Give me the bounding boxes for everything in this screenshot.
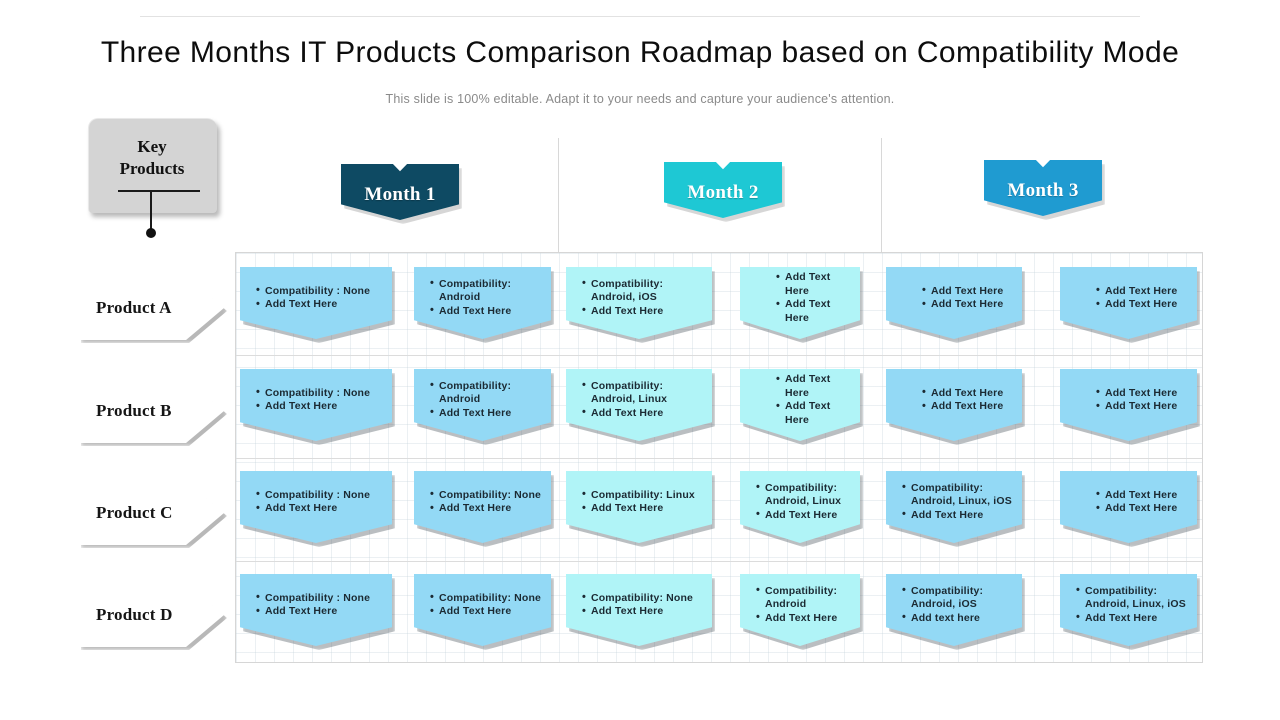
content-cell-list-item: Add Text Here — [756, 508, 854, 523]
content-cell-list: Compatibility: AndroidAdd Text Here — [414, 277, 551, 329]
content-cell-list: Add Text HereAdd Text Here — [1060, 386, 1197, 424]
content-cell-list: Compatibility : NoneAdd Text Here — [240, 488, 392, 526]
content-cell-list-item: Add Text Here — [256, 400, 386, 414]
content-cell-list-item: Compatibility : None — [256, 386, 386, 401]
month-2-banner[interactable]: Month 2 — [664, 162, 782, 218]
content-cell-list-item: Compatibility: None — [430, 591, 545, 606]
content-cell-list: Compatibility: NoneAdd Text Here — [566, 591, 712, 629]
content-cell-list-item: Add Text Here — [582, 406, 706, 421]
content-cell-list-item: Compatibility: Android, iOS — [582, 277, 706, 305]
content-cell-list-item: Add Text Here — [1096, 284, 1191, 299]
content-cell-list-item: Add Text Here — [430, 304, 545, 319]
content-cell-list-item: Add Text Here — [582, 605, 706, 619]
content-cell-list-item: Add Text Here — [256, 298, 386, 312]
content-cell-list-item: Add Text Here — [922, 400, 1016, 414]
content-cell-list-item: Add Text Here — [776, 400, 854, 427]
content-cell-list-item: Add Text Here — [1096, 298, 1191, 312]
content-cell-list: Compatibility: NoneAdd Text Here — [414, 488, 551, 526]
key-connector-dot — [146, 228, 156, 238]
product-c-label: Product C — [96, 503, 173, 522]
top-divider — [140, 16, 1140, 17]
content-cell-list-item: Compatibility: None — [582, 591, 706, 606]
content-cell-list: Compatibility: Android, iOSAdd text here — [886, 584, 1022, 636]
product-c-tag[interactable]: Product C — [78, 481, 224, 545]
page-subtitle: This slide is 100% editable. Adapt it to… — [385, 92, 895, 106]
product-a-label: Product A — [96, 298, 172, 317]
content-cell-list: Compatibility: Android, Linux, iOSAdd Te… — [886, 481, 1022, 533]
content-cell-list-item: Add Text Here — [776, 373, 854, 400]
content-cell-list-item: Compatibility: Android, Linux, iOS — [902, 481, 1016, 509]
key-products-line2: Products — [119, 159, 185, 178]
content-cell-list: Compatibility: NoneAdd Text Here — [414, 591, 551, 629]
content-cell-list-item: Add Text Here — [1096, 502, 1191, 516]
month-1-label: Month 1 — [364, 184, 436, 205]
content-cell-list-item: Add Text Here — [430, 406, 545, 421]
content-cell-list-item: Compatibility : None — [256, 284, 386, 299]
content-cell-r3-c5[interactable]: Compatibility: Android, Linux, iOSAdd Te… — [1060, 574, 1197, 646]
content-cell-list-item: Add Text Here — [756, 611, 854, 626]
content-cell-list-item: Compatibility: Android — [756, 584, 854, 612]
row-separator-1 — [236, 355, 1202, 356]
month-3-label: Month 3 — [1007, 180, 1079, 201]
content-cell-list-item: Add Text Here — [1076, 611, 1191, 626]
content-cell-list-item: Add Text Here — [582, 304, 706, 319]
content-cell-list: Compatibility : NoneAdd Text Here — [240, 386, 392, 424]
key-products-label: Key Products — [88, 136, 216, 180]
key-connector-horizontal — [118, 190, 200, 192]
content-cell-list: Compatibility: LinuxAdd Text Here — [566, 488, 712, 526]
content-cell-list: Add Text HereAdd Text Here — [886, 284, 1022, 322]
content-cell-list: Compatibility: Android, Linux, iOSAdd Te… — [1060, 584, 1197, 636]
month-2-label: Month 2 — [687, 182, 759, 203]
content-cell-list-item: Add Text Here — [430, 502, 545, 516]
content-cell-list-item: Add text here — [902, 611, 1016, 626]
content-cell-list: Add Text HereAdd Text Here — [1060, 284, 1197, 322]
content-cell-list-item: Add Text Here — [776, 271, 854, 298]
content-cell-list: Add Text HereAdd Text Here — [740, 271, 860, 335]
content-cell-list: Compatibility: AndroidAdd Text Here — [414, 379, 551, 431]
content-cell-list-item: Compatibility: Android, Linux, iOS — [1076, 584, 1191, 612]
content-cell-list-item: Add Text Here — [922, 298, 1016, 312]
content-cell-list-item: Compatibility: Android, Linux — [756, 481, 854, 509]
content-cell-list-item: Compatibility : None — [256, 591, 386, 606]
content-cell-list-item: Add Text Here — [1096, 488, 1191, 503]
product-d-label: Product D — [96, 605, 173, 624]
content-cell-list-item: Add Text Here — [582, 502, 706, 516]
key-connector-vertical — [150, 190, 152, 232]
content-cell-list-item: Compatibility: Android — [430, 379, 545, 407]
content-cell-list: Compatibility : NoneAdd Text Here — [240, 284, 392, 322]
content-cell-list-item: Add Text Here — [1096, 386, 1191, 401]
product-b-label: Product B — [96, 401, 172, 420]
content-cell-list: Compatibility: Android, LinuxAdd Text He… — [566, 379, 712, 431]
row-separator-3 — [236, 561, 1202, 562]
content-cell-list-item: Add Text Here — [430, 605, 545, 619]
row-separator-2 — [236, 458, 1202, 459]
content-matrix — [235, 252, 1203, 663]
content-cell-list: Add Text HereAdd Text Here — [740, 373, 860, 437]
key-products-box — [88, 118, 217, 213]
content-cell-list: Add Text HereAdd Text Here — [1060, 488, 1197, 526]
content-cell-list: Compatibility: Android, iOSAdd Text Here — [566, 277, 712, 329]
content-cell-list-item: Add Text Here — [256, 605, 386, 619]
content-cell-list-item: Compatibility: Android — [430, 277, 545, 305]
content-cell-list-item: Add Text Here — [902, 508, 1016, 523]
page-title: Three Months IT Products Comparison Road… — [100, 36, 1180, 69]
content-cell-list-item: Add Text Here — [256, 502, 386, 516]
content-cell-list-item: Compatibility : None — [256, 488, 386, 503]
content-cell-list: Compatibility: Android, LinuxAdd Text He… — [740, 481, 860, 533]
content-cell-list: Compatibility : NoneAdd Text Here — [240, 591, 392, 629]
content-cell-list: Compatibility: AndroidAdd Text Here — [740, 584, 860, 636]
content-cell-list-item: Compatibility: None — [430, 488, 545, 503]
content-cell-list-item: Compatibility: Android, Linux — [582, 379, 706, 407]
content-cell-list-item: Add Text Here — [1096, 400, 1191, 414]
content-cell-list-item: Compatibility: Android, iOS — [902, 584, 1016, 612]
content-cell-list-item: Add Text Here — [922, 284, 1016, 299]
content-cell-list-item: Add Text Here — [776, 298, 854, 325]
content-cell-list: Add Text HereAdd Text Here — [886, 386, 1022, 424]
content-cell-list-item: Add Text Here — [922, 386, 1016, 401]
content-cell-list-item: Compatibility: Linux — [582, 488, 706, 503]
key-products-line1: Key — [137, 137, 167, 156]
